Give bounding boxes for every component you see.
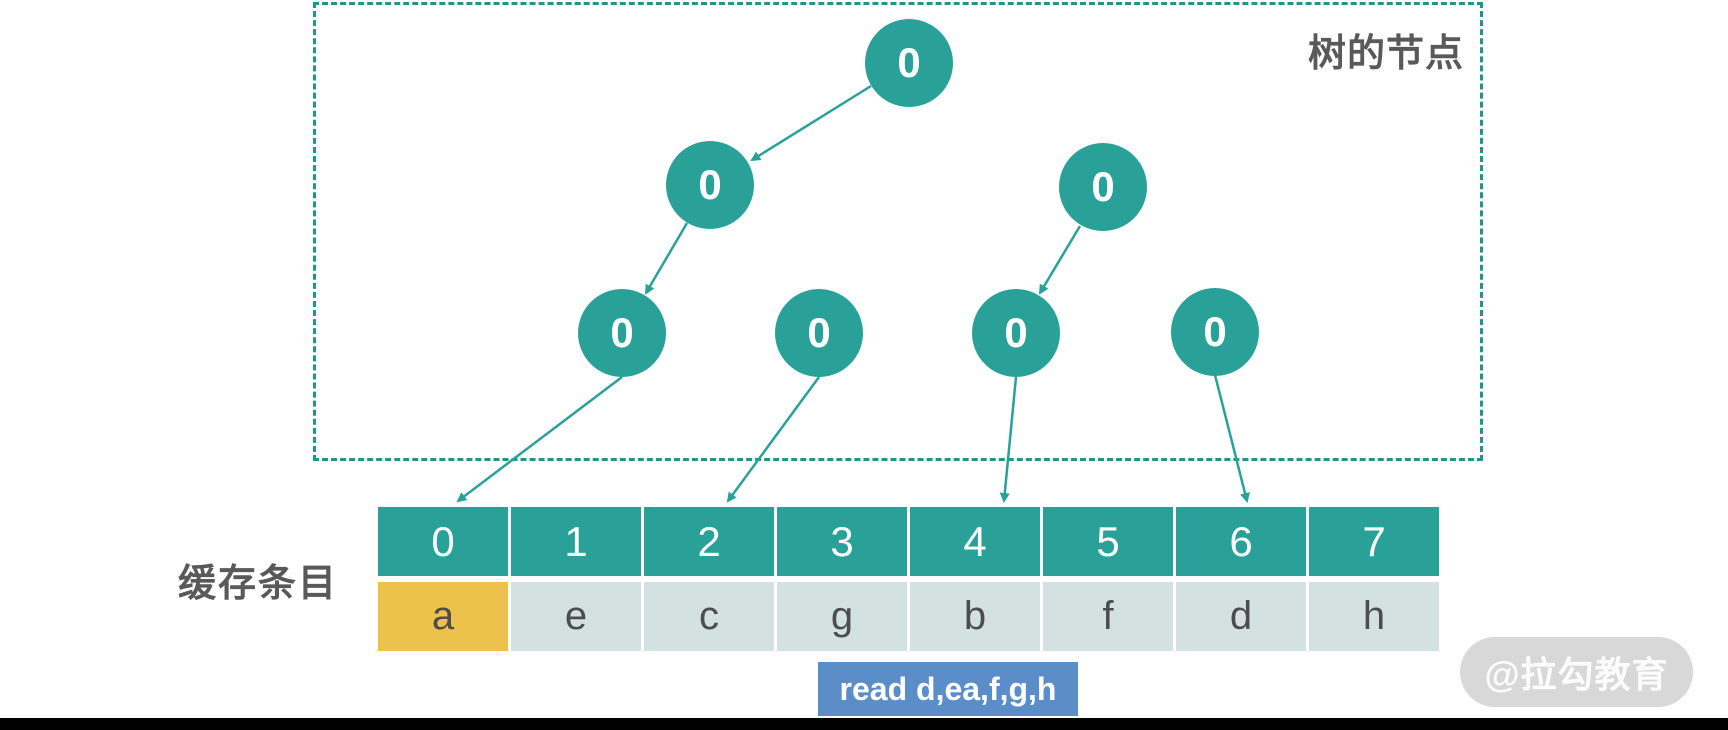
tree-node-level3-4: 0: [1171, 288, 1259, 376]
read-sequence-badge: read d,ea,f,g,h: [818, 662, 1078, 716]
cache-index-cell-4: 4: [910, 507, 1040, 576]
cache-letter-cell-f: f: [1043, 582, 1173, 651]
cache-letter-row: a e c g b f d h: [378, 582, 1439, 651]
cache-entries-label: 缓存条目: [178, 563, 339, 605]
tree-node-level3-3: 0: [972, 289, 1060, 377]
cache-letter-cell-b: b: [910, 582, 1040, 651]
cache-index-cell-3: 3: [777, 507, 907, 576]
cache-letter-cell-d: d: [1176, 582, 1306, 651]
tree-node-level2-left: 0: [666, 141, 754, 229]
tree-node-level3-2: 0: [775, 289, 863, 377]
cache-index-cell-0: 0: [378, 507, 508, 576]
tree-node-level2-right: 0: [1059, 143, 1147, 231]
cache-index-row: 0 1 2 3 4 5 6 7: [378, 507, 1439, 576]
cache-letter-cell-e: e: [511, 582, 641, 651]
tree-dashed-panel: [313, 2, 1483, 461]
tree-node-level3-1: 0: [578, 289, 666, 377]
lagou-education-watermark: @拉勾教育: [1460, 637, 1693, 707]
bottom-black-bar: [0, 718, 1728, 730]
cache-letter-cell-g: g: [777, 582, 907, 651]
cache-index-cell-2: 2: [644, 507, 774, 576]
cache-index-cell-5: 5: [1043, 507, 1173, 576]
cache-letter-cell-a-highlighted: a: [378, 582, 508, 651]
cache-index-cell-1: 1: [511, 507, 641, 576]
cache-letter-cell-h: h: [1309, 582, 1439, 651]
tree-panel-label: 树的节点: [1308, 33, 1465, 75]
tree-node-root: 0: [865, 19, 953, 107]
cache-index-cell-7: 7: [1309, 507, 1439, 576]
cache-index-cell-6: 6: [1176, 507, 1306, 576]
cache-letter-cell-c: c: [644, 582, 774, 651]
